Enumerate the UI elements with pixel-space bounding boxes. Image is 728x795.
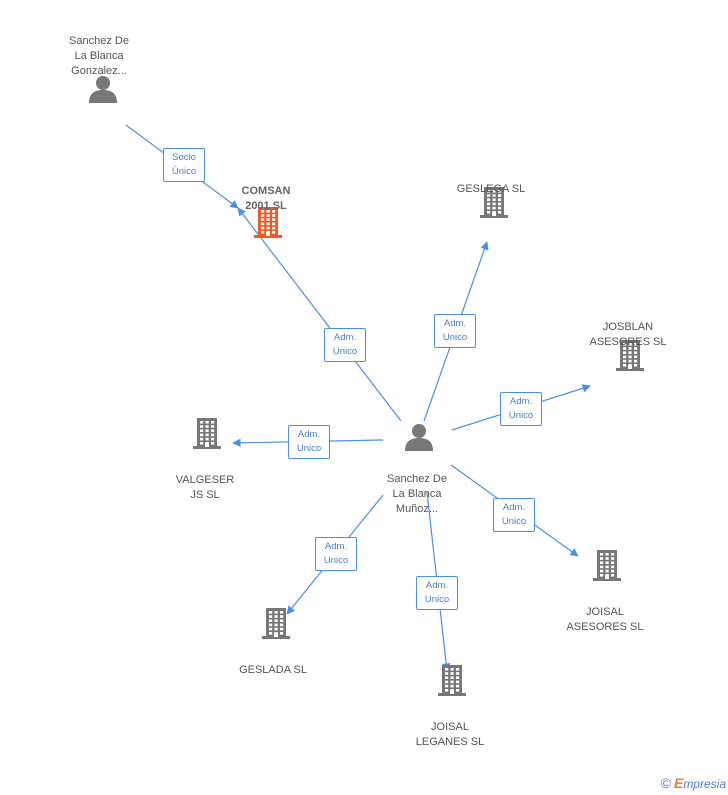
edge-label-role: Adm. xyxy=(509,396,533,407)
edge-label-type: Unico xyxy=(501,516,527,527)
node-label-person-top[interactable]: Sanchez De La Blanca Gonzalez... xyxy=(69,35,129,77)
building-icon-valgeser[interactable] xyxy=(190,416,224,455)
building-icon-geslada[interactable] xyxy=(259,606,293,645)
edge-label-comsan[interactable]: Adm. Unico xyxy=(324,328,366,362)
edge-label-geslega[interactable]: Adm. Unico xyxy=(434,314,476,348)
brand-name: mpresia xyxy=(683,777,726,791)
building-icon-joisal-leganes[interactable] xyxy=(435,663,469,702)
node-label-joisal-asesores[interactable]: JOISAL ASESORES SL xyxy=(566,606,644,633)
building-icon-comsan[interactable] xyxy=(251,205,285,244)
edge-label-type: Unico xyxy=(332,346,358,357)
edge-label-role: Adm. xyxy=(425,580,449,591)
edge-label-role: Adm. xyxy=(297,429,321,440)
building-icon-josblan[interactable] xyxy=(613,338,647,377)
edge-person-center-to-comsan xyxy=(237,207,402,422)
edge-label-role: Adm. xyxy=(502,502,526,513)
edge-label-valgeser[interactable]: Adm. Unico xyxy=(288,425,330,459)
edge-label-joisal-asesores[interactable]: Adm. Unico xyxy=(493,498,535,532)
node-label-josblan[interactable]: JOSBLAN ASESORES SL xyxy=(589,321,667,348)
building-icon-geslega[interactable] xyxy=(477,185,511,224)
node-label-geslada[interactable]: GESLADA SL xyxy=(239,664,307,676)
edge-label-type: Unico xyxy=(442,332,468,343)
edge-label-role: Adm. xyxy=(333,332,357,343)
edge-label-role: Adm. xyxy=(443,318,467,329)
node-label-valgeser[interactable]: VALGESER JS SL xyxy=(175,474,235,501)
edge-label-type: Unico xyxy=(508,410,534,421)
brand-initial: E xyxy=(673,775,684,791)
edge-label-type: Unico xyxy=(424,594,450,605)
node-label-joisal-leganes[interactable]: JOISAL LEGANES SL xyxy=(415,721,485,748)
node-label-person-center[interactable]: Sanchez De La Blanca Muñoz... xyxy=(387,473,447,515)
node-label-geslega[interactable]: GESLEGA SL xyxy=(456,183,526,195)
building-icon-joisal-asesores[interactable] xyxy=(590,548,624,587)
edge-label-type: Unico xyxy=(323,555,349,566)
edge-label-josblan[interactable]: Adm. Unico xyxy=(500,392,542,426)
edge-label-geslada[interactable]: Adm. Unico xyxy=(315,537,357,571)
edge-label-role: Socio xyxy=(172,152,196,163)
person-icon-person-top[interactable] xyxy=(88,74,118,109)
node-label-comsan[interactable]: COMSAN 2001 SL xyxy=(241,185,291,212)
edge-label-type: Unico xyxy=(296,443,322,454)
edge-label-type: Único xyxy=(171,166,197,177)
copyright-symbol: © xyxy=(660,775,671,791)
empresia-watermark: ©Empresia xyxy=(661,775,726,791)
edge-label-joisal-leganes[interactable]: Adm. Unico xyxy=(416,576,458,610)
person-icon-person-center[interactable] xyxy=(404,422,434,457)
edge-label-role: Adm. xyxy=(324,541,348,552)
